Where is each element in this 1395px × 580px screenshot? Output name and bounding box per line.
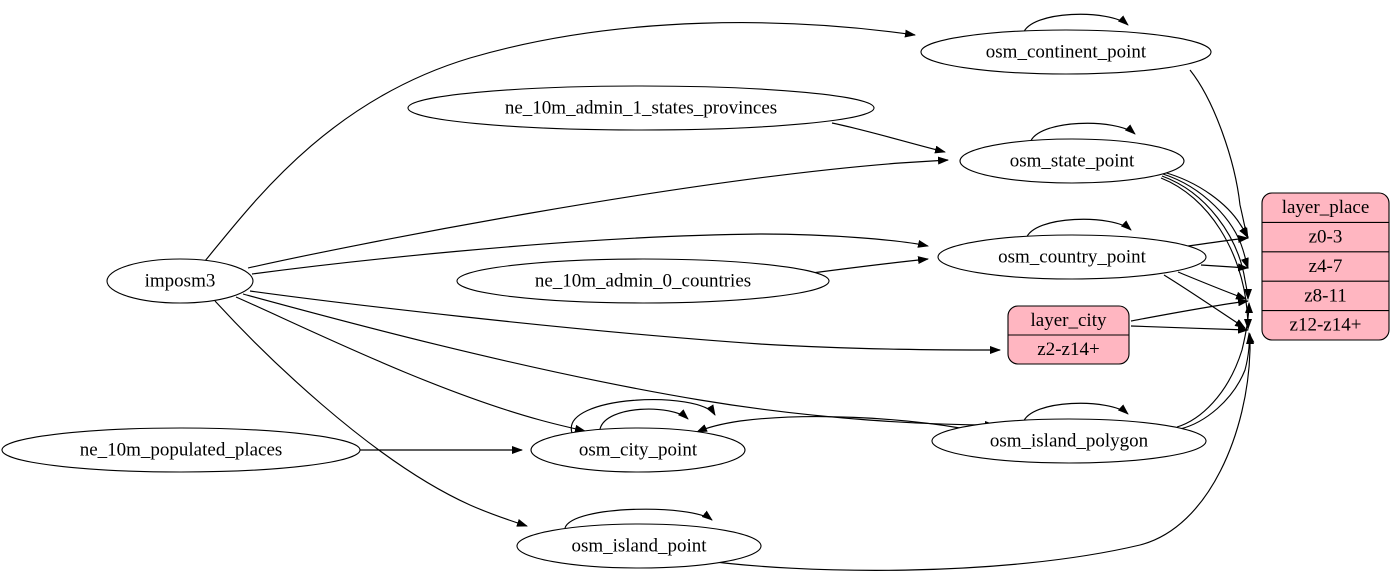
edge-osm_country_point-to-layer_place-z0-3 [1187,235,1249,247]
node-label-osm_continent_point: osm_continent_point [986,41,1147,62]
node-shape-osm_state_point [959,138,1185,184]
edge-osm_continent_point-to-layer_place-z0-3 [1189,69,1249,239]
edge-layer_city-to-layer_place-z8-11 [1130,298,1249,322]
edge-osm_country_point-to-layer_place-z8-11 [1177,271,1247,300]
edge-layer [204,13,1255,571]
node-label-ne_10m_admin_1_states_provinces: ne_10m_admin_1_states_provinces [505,97,777,118]
node-layer [1,29,1212,569]
selfloop-osm_continent_point [1022,13,1129,35]
node-label-osm_city_point: osm_city_point [579,439,698,460]
edge-imposm3-to-osm_island_polygon [242,293,996,429]
node-label-ne_10m_populated_places: ne_10m_populated_places [80,439,283,460]
selfloop-osm_state_point [1029,122,1136,144]
node-shape-osm_country_point [937,234,1207,280]
record-row-layer_place-2[interactable]: z4-7 [1309,256,1343,277]
edge-osm_state_point-to-layer_place-z12-z14 [1160,177,1252,330]
selfloop-osm_country_point [1025,218,1132,240]
node-shape-osm_island_polygon [931,418,1207,464]
node-shape-osm_city_point [530,427,746,473]
selfloop-osm_island_point [564,508,713,529]
edge-osm_state_point-to-layer_place-z8-11 [1161,175,1252,300]
record-box-layer_place [1261,192,1390,341]
record-row-layer_city-0[interactable]: layer_city [1031,310,1107,331]
record-layer_place[interactable] [1261,192,1390,341]
node-ne_10m_admin_0_countries[interactable] [456,258,830,304]
edge-imposm3-to-osm_city_point [235,296,586,433]
edge-osm_island_point-to-layer_place-z12-z14 [699,333,1255,571]
node-label-imposm3: imposm3 [145,270,216,291]
edge-imposm3-to-layer_city [249,290,1001,354]
edge-ne_admin1-to-osm_state_point [831,122,946,154]
record-layer_city[interactable] [1007,305,1130,365]
node-osm_city_point[interactable] [530,427,746,473]
node-label-osm_island_polygon: osm_island_polygon [990,430,1149,451]
edge-osm_country_point-to-layer_place-z4-7 [1200,263,1249,272]
node-shape-ne_10m_populated_places [1,427,361,473]
node-osm_state_point[interactable] [959,138,1185,184]
edge-imposm3-to-osm_state_point [247,156,949,269]
record-layer [1007,192,1390,365]
node-imposm3[interactable] [106,258,254,304]
selfloop-osm_island_polygon [1022,402,1129,424]
edge-osm_island_polygon-to-layer_place-z8-11 [1176,302,1253,428]
node-shape-ne_10m_admin_0_countries [456,258,830,304]
edge-imposm3-to-osm_island_point [214,300,528,527]
node-label-ne_10m_admin_0_countries: ne_10m_admin_0_countries [535,270,751,291]
node-label-osm_country_point: osm_country_point [998,246,1146,267]
selfloop-osm_city_point-outer [570,399,716,434]
edge-osm_country_point-to-layer_place-z12-z14 [1163,274,1246,329]
record-row-layer_place-3[interactable]: z8-11 [1304,285,1347,306]
edge-imposm3-to-osm_continent_point [204,22,916,262]
node-osm_country_point[interactable] [937,234,1207,280]
edge-layer_city-to-layer_place-z12-z14 [1130,325,1249,334]
label-layer: imposm3 ne_10m_admin_1_states_provincesne… [80,41,1370,556]
node-shape-osm_continent_point [920,29,1212,75]
edge-ne_admin0-to-osm_country_point [811,256,929,274]
record-row-layer_place-4[interactable]: z12-z14+ [1290,315,1362,336]
node-osm_island_polygon[interactable] [931,418,1207,464]
edge-osm_island_polygon-to-layer_place-z12-z14 [1179,332,1255,430]
node-shape-osm_island_point [516,523,762,569]
edge-imposm3-to-osm_country_point [251,233,929,275]
node-ne_10m_populated_places[interactable] [1,427,361,473]
edge-osm_state_point-to-layer_place-z0-3 [1162,171,1249,238]
record-row-layer_place-1[interactable]: z0-3 [1309,226,1343,247]
edge-osm_island_polygon-to-osm_city_point [696,416,961,433]
node-shape-imposm3 [106,258,254,304]
node-osm_continent_point[interactable] [920,29,1212,75]
node-ne_10m_admin_1_states_provinces[interactable] [407,85,875,131]
node-label-osm_state_point: osm_state_point [1010,150,1135,171]
node-osm_island_point[interactable] [516,523,762,569]
selfloop-osm_city_point-inner [599,408,689,430]
node-label-osm_island_point: osm_island_point [571,535,707,556]
record-row-layer_place-0[interactable]: layer_place [1282,197,1370,218]
record-row-layer_city-1[interactable]: z2-z14+ [1037,339,1099,360]
node-shape-ne_10m_admin_1_states_provinces [407,85,875,131]
